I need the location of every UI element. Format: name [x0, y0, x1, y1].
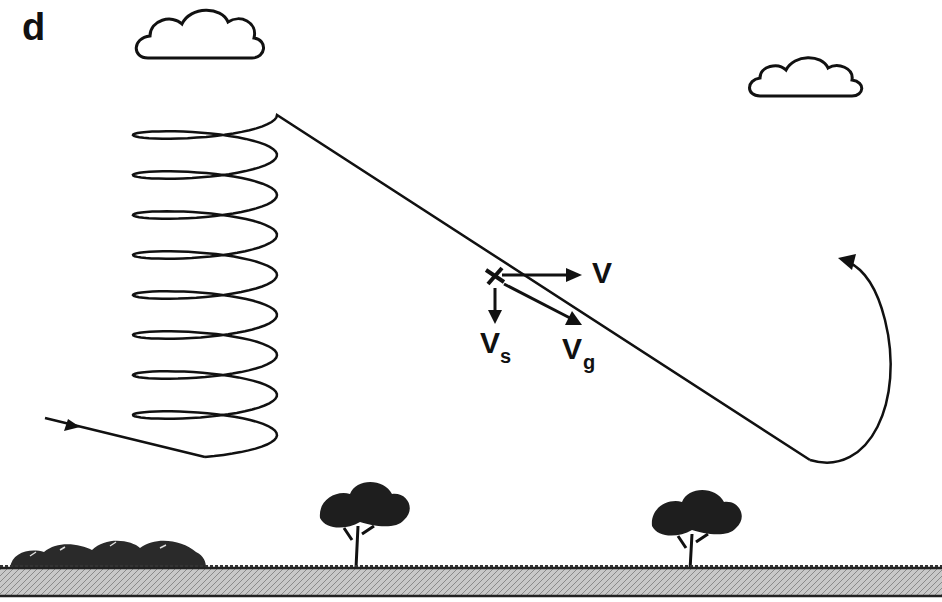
ground — [0, 568, 942, 596]
bush — [10, 541, 206, 568]
arrowhead — [64, 419, 80, 431]
vector-label: V — [480, 328, 500, 358]
vector-arrow — [502, 274, 570, 277]
vector-label: V — [592, 258, 612, 288]
bird-symbol — [486, 268, 504, 284]
bush-texture — [30, 542, 166, 556]
arrowhead — [488, 310, 502, 324]
tree — [320, 482, 410, 528]
entry-path — [45, 418, 205, 457]
panel-letter: d — [22, 8, 45, 46]
arrowhead — [838, 254, 856, 270]
vector-arrow — [494, 288, 497, 312]
flight-path — [133, 115, 810, 460]
ground-line — [0, 568, 942, 596]
vector-subscript: s — [500, 346, 511, 366]
arrowhead — [566, 268, 582, 282]
tree — [678, 534, 708, 570]
tree — [652, 490, 742, 536]
glide-path — [810, 262, 891, 463]
vector-arrow — [504, 284, 570, 318]
tree — [344, 526, 374, 568]
cloud — [750, 58, 862, 96]
cloud — [136, 10, 263, 58]
grass — [0, 565, 942, 567]
vector-subscript: g — [583, 352, 595, 372]
vector-label: V — [562, 334, 582, 364]
arrowhead — [565, 311, 582, 325]
